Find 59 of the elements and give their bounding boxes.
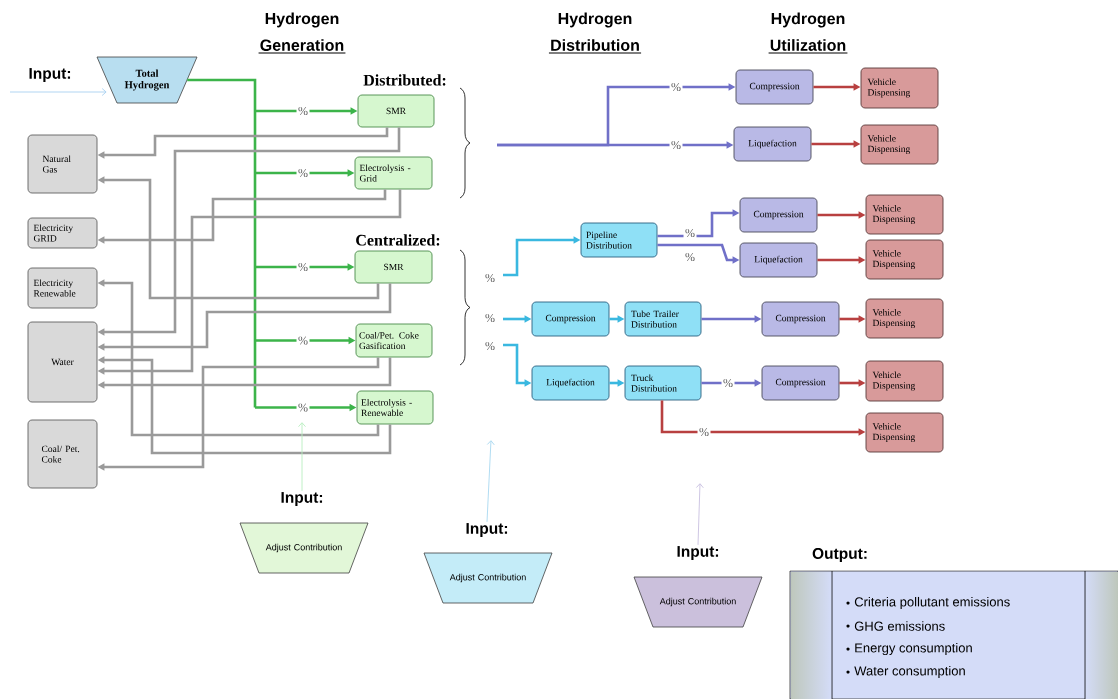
edge-label: % <box>697 426 711 438</box>
process-box: Coal/ Pet. Coke <box>27 419 98 489</box>
input-label: Input: <box>677 546 719 560</box>
process-box: Coal/Pet. Coke Gasification <box>355 323 433 358</box>
edge-label: % <box>483 340 497 352</box>
process-box: Vehicle Dispensing <box>865 360 944 402</box>
edge-label: % <box>483 312 497 324</box>
edge-label: % <box>296 401 310 414</box>
process-box: Water <box>27 321 98 403</box>
edge-label: % <box>683 227 697 239</box>
column-heading: Hydrogen <box>771 12 845 28</box>
process-box: Tube Trailer Distribution <box>624 301 702 337</box>
process-box: Electricity GRID <box>27 217 98 249</box>
process-box: Liquefaction <box>531 365 610 401</box>
edge-label: % <box>296 105 310 117</box>
output-label: Output: <box>812 548 867 563</box>
edge-label: % <box>296 261 310 273</box>
process-box: Electricity Renewable <box>27 267 98 309</box>
process-box: SMR <box>357 94 435 128</box>
column-heading: Hydrogen <box>558 12 632 28</box>
arrow <box>695 483 704 546</box>
column-heading: Distribution <box>548 39 642 54</box>
process-box: Electrolysis - Renewable <box>356 390 434 425</box>
process-box: Vehicle Dispensing <box>860 67 939 109</box>
process-box: Natural Gas <box>27 134 98 194</box>
arrow <box>486 440 495 523</box>
edge-label: % <box>669 81 683 93</box>
input-label: Input: <box>466 523 508 537</box>
edge-label: % <box>721 377 735 389</box>
input-label: Input: <box>29 68 71 82</box>
process-box: Truck Distribution <box>624 365 702 401</box>
process-box: Pipeline Distribution <box>580 222 658 258</box>
input-label: Input: <box>281 492 323 506</box>
process-box: Compression <box>761 301 840 337</box>
output-box: Criteria pollutant emissions GHG emissions Energy consumption Water consumption <box>789 570 1118 699</box>
process-box: Vehicle Dispensing <box>860 124 939 165</box>
process-box: Liquefaction <box>733 126 812 162</box>
arrow <box>9 88 107 96</box>
process-box: Compression <box>531 301 610 337</box>
process-box: SMR <box>354 250 433 284</box>
arrow <box>298 422 306 492</box>
edge-label: % <box>483 272 497 284</box>
process-box: Compression <box>761 365 840 401</box>
edge-label: % <box>296 167 310 179</box>
process-box: Vehicle Dispensing <box>865 298 944 339</box>
column-heading: Generation <box>258 39 346 54</box>
process-box: Vehicle Dispensing <box>865 239 944 280</box>
edge-label: % <box>669 139 683 151</box>
column-heading: Utilization <box>768 39 848 54</box>
process-box: Vehicle Dispensing <box>865 412 944 453</box>
process-box: Electrolysis - Grid <box>354 156 433 190</box>
process-box: Liquefaction <box>739 242 818 278</box>
section-heading: Centralized: <box>356 234 440 246</box>
column-heading: Hydrogen <box>265 12 339 28</box>
process-box: Vehicle Dispensing <box>865 194 944 235</box>
process-box: Compression <box>735 69 814 105</box>
process-box: Compression <box>739 197 818 233</box>
edge-label: % <box>296 334 310 347</box>
edge-label: % <box>683 251 697 263</box>
